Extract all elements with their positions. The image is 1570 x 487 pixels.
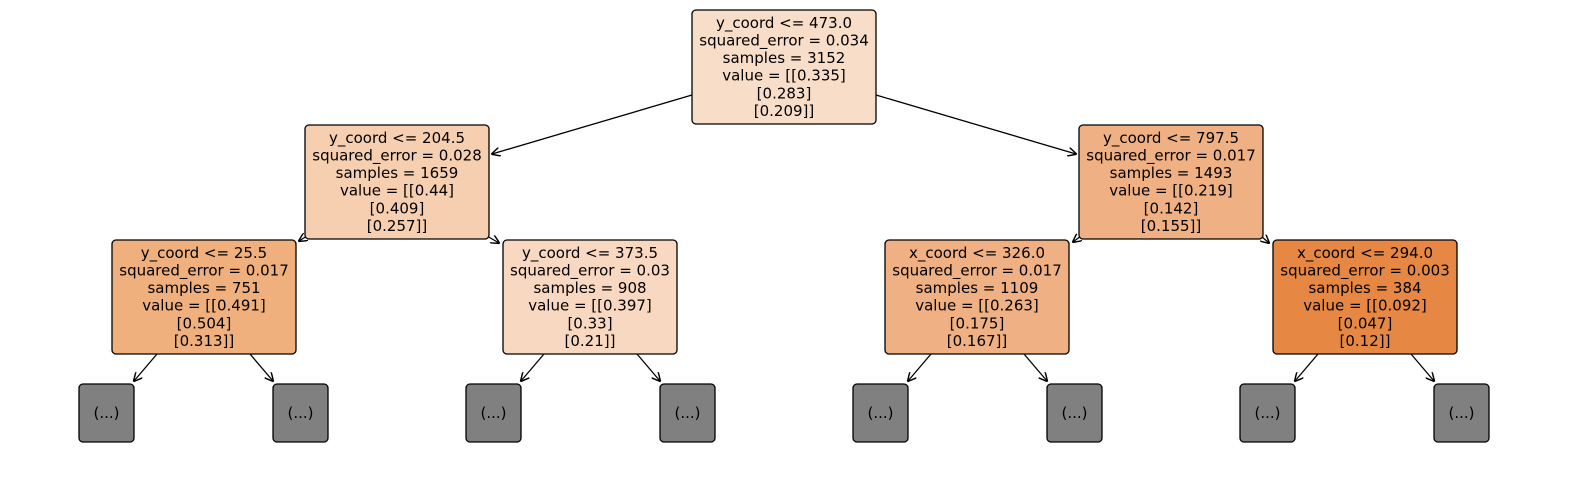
node-text-line: squared_error = 0.028 — [312, 147, 481, 166]
node-text-line: samples = 1659 — [336, 164, 459, 182]
truncated-node-t8: (...) — [1433, 383, 1490, 443]
tree-edge-n6-t8 — [1410, 353, 1434, 381]
node-text-line: value = [[0.263] — [915, 297, 1039, 315]
node-box — [691, 9, 877, 125]
tree-edge-n5-t6 — [1023, 353, 1047, 381]
node-text-line: (...) — [1448, 404, 1474, 422]
tree-edge-n5-t5 — [908, 353, 932, 381]
tree-edge-n4-t3 — [521, 353, 545, 381]
node-text-line: [0.504] — [177, 314, 232, 332]
node-text-line: [0.313]] — [174, 332, 235, 350]
node-text-line: [0.409] — [370, 199, 425, 217]
node-text-line: squared_error = 0.03 — [510, 262, 670, 281]
node-text-line: [0.047] — [1338, 314, 1393, 332]
tree-edge-n4-t4 — [636, 353, 660, 381]
node-text-line: value = [[0.092] — [1303, 297, 1427, 315]
node-text-line: y_coord <= 373.5 — [522, 244, 658, 263]
node-text-line: squared_error = 0.003 — [1280, 262, 1449, 281]
tree-edge-n3-t2 — [249, 353, 273, 381]
truncated-node-t5: (...) — [852, 383, 909, 443]
node-text-line: samples = 908 — [533, 279, 646, 297]
node-text-line: value = [[0.44] — [340, 182, 454, 200]
node-box — [304, 124, 490, 240]
tree-edge-n3-t1 — [134, 353, 158, 381]
node-text-line: (...) — [480, 404, 506, 422]
node-text-line: value = [[0.219] — [1109, 182, 1233, 200]
node-box — [272, 383, 329, 443]
node-box — [502, 239, 678, 355]
truncated-node-t4: (...) — [659, 383, 716, 443]
node-box — [111, 239, 297, 355]
node-text-line: value = [[0.491] — [142, 297, 266, 315]
truncated-node-t7: (...) — [1239, 383, 1296, 443]
node-text-line: samples = 1493 — [1110, 164, 1233, 182]
tree-edge-n0-n2 — [875, 94, 1076, 154]
truncated-node-t3: (...) — [465, 383, 522, 443]
node-text-line: [0.33] — [567, 314, 612, 332]
node-text-line: samples = 751 — [147, 279, 260, 297]
node-text-line: (...) — [287, 404, 313, 422]
node-text-line: [0.21]] — [565, 332, 616, 350]
node-text-line: y_coord <= 204.5 — [329, 129, 465, 148]
node-text-line: samples = 1109 — [916, 279, 1039, 297]
node-text-line: [0.167]] — [947, 332, 1008, 350]
node-box — [1078, 124, 1264, 240]
node-text-line: x_coord <= 294.0 — [1297, 244, 1433, 263]
node-text-line: squared_error = 0.017 — [892, 262, 1061, 281]
node-text-line: (...) — [93, 404, 119, 422]
node-box — [659, 383, 716, 443]
node-text-line: (...) — [674, 404, 700, 422]
node-text-line: samples = 384 — [1308, 279, 1421, 297]
node-text-line: y_coord <= 25.5 — [141, 244, 267, 263]
node-text-line: (...) — [867, 404, 893, 422]
node-text-line: squared_error = 0.034 — [699, 32, 868, 51]
node-text-line: squared_error = 0.017 — [1086, 147, 1255, 166]
node-text-line: [0.142] — [1144, 199, 1199, 217]
node-text-line: [0.155]] — [1141, 217, 1202, 235]
tree-edge-n0-n1 — [492, 94, 693, 154]
node-box — [1046, 383, 1103, 443]
node-text-line: (...) — [1254, 404, 1280, 422]
node-text-line: [0.209]] — [754, 102, 815, 120]
node-box — [78, 383, 135, 443]
node-text-line: [0.175] — [950, 314, 1005, 332]
node-text-line: (...) — [1061, 404, 1087, 422]
node-text-line: [0.257]] — [367, 217, 428, 235]
node-box — [1239, 383, 1296, 443]
node-text-line: value = [[0.335] — [722, 67, 846, 85]
node-text-line: y_coord <= 473.0 — [716, 14, 852, 33]
node-box — [465, 383, 522, 443]
node-text-line: samples = 3152 — [723, 49, 846, 67]
node-box — [1272, 239, 1458, 355]
tree-edge-n6-t7 — [1295, 353, 1319, 381]
node-text-line: y_coord <= 797.5 — [1103, 129, 1239, 148]
truncated-node-t6: (...) — [1046, 383, 1103, 443]
truncated-node-t2: (...) — [272, 383, 329, 443]
truncated-node-t1: (...) — [78, 383, 135, 443]
node-text-line: x_coord <= 326.0 — [909, 244, 1045, 263]
node-text-line: value = [[0.397] — [528, 297, 652, 315]
node-text-line: squared_error = 0.017 — [119, 262, 288, 281]
node-box — [1433, 383, 1490, 443]
node-box — [852, 383, 909, 443]
node-box — [884, 239, 1070, 355]
node-text-line: [0.283] — [757, 84, 812, 102]
node-text-line: [0.12]] — [1340, 332, 1391, 350]
